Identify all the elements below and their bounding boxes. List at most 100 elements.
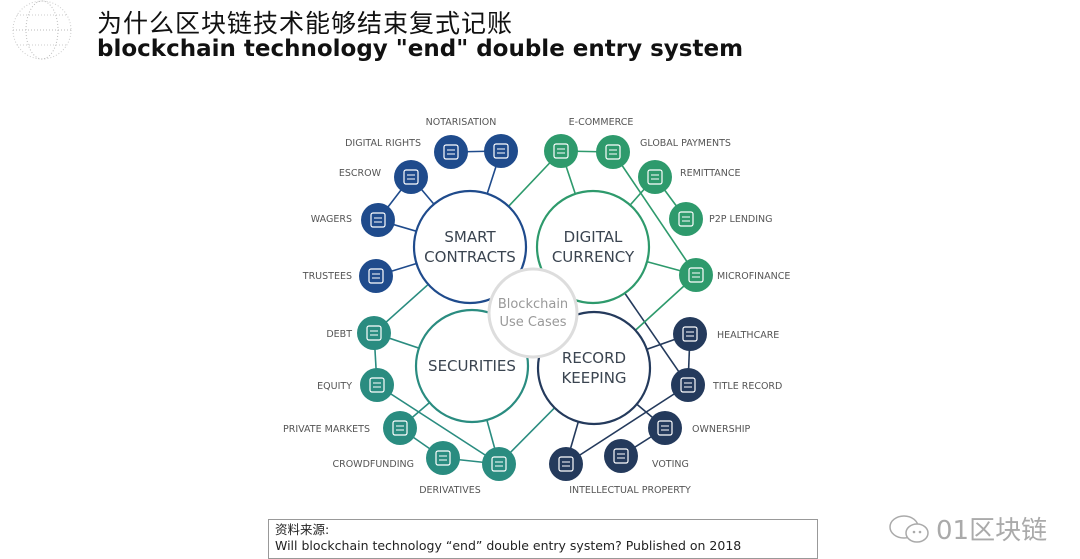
connector-line [376, 384, 500, 465]
category-digital: DIGITAL CURRENCY [535, 189, 651, 305]
icon-glyph [605, 144, 621, 160]
key-icon [648, 411, 682, 445]
node-label: ESCROW [339, 168, 382, 179]
bank-icon [359, 259, 393, 293]
node-label: DEBT [326, 329, 352, 340]
lock-gear-icon [383, 411, 417, 445]
source-text: Will blockchain technology “end” double … [275, 538, 742, 553]
center-label: Use Cases [499, 315, 566, 330]
use-case-node: WAGERS [311, 203, 395, 237]
icon-glyph [680, 377, 696, 393]
use-case-node: CROWDFUNDING [332, 441, 460, 475]
use-case-node: REMITTANCE [638, 160, 741, 194]
globe-logo [12, 0, 72, 60]
node-label: MICROFINANCE [717, 271, 790, 282]
category-smart: SMART CONTRACTS [412, 189, 528, 305]
node-label: E-COMMERCE [569, 117, 634, 128]
node-label: INTELLECTUAL PROPERTY [569, 485, 691, 496]
wechat-icon [889, 514, 929, 543]
use-case-node: NOTARISATION [426, 117, 518, 168]
node-label: WAGERS [311, 214, 352, 225]
category-circle [412, 189, 528, 305]
calendar-check-icon [361, 203, 395, 237]
lightbulb-icon [549, 447, 583, 481]
house-icon [671, 368, 705, 402]
use-case-node: EQUITY [317, 368, 394, 402]
icon-glyph [370, 212, 386, 228]
icon-glyph [682, 326, 698, 342]
node-label: VOTING [652, 459, 689, 470]
connector-line [612, 151, 697, 276]
title-chinese: 为什么区块链技术能够结束复式记账 [97, 9, 514, 38]
node-label: REMITTANCE [680, 168, 741, 179]
category-label: SMART [444, 228, 496, 246]
center-circle [487, 267, 579, 359]
use-case-node: MICROFINANCE [679, 258, 790, 292]
icon-glyph [678, 211, 694, 227]
shopping-cart-icon [544, 134, 578, 168]
watermark: 01区块链 [888, 510, 1047, 547]
use-case-node: OWNERSHIP [648, 411, 751, 445]
use-case-node: DERIVATIVES [419, 447, 516, 496]
person-exchange-icon [394, 160, 428, 194]
source-box: 资料来源: Will blockchain technology “end” d… [268, 519, 818, 559]
icon-glyph [435, 450, 451, 466]
node-label: TRUSTEES [302, 271, 352, 282]
node-label: DIGITAL RIGHTS [345, 138, 421, 149]
use-case-node: INTELLECTUAL PROPERTY [549, 447, 691, 496]
globe-icon [596, 135, 630, 169]
icon-glyph [613, 448, 629, 464]
icon-glyph [657, 420, 673, 436]
node-label: TITLE RECORD [712, 381, 782, 392]
icon-glyph [368, 268, 384, 284]
icon-glyph [553, 143, 569, 159]
node-label: NOTARISATION [426, 117, 497, 128]
source-heading: 资料来源: [275, 522, 330, 537]
use-case-node: HEALTHCARE [673, 317, 779, 351]
use-case-node: GLOBAL PAYMENTS [596, 135, 731, 169]
category-label: RECORD [562, 349, 626, 367]
use-case-node: DEBT [326, 316, 391, 350]
use-case-node: E-COMMERCE [544, 117, 633, 168]
icon-glyph [392, 420, 408, 436]
node-label: P2P LENDING [709, 214, 773, 225]
node-label: GLOBAL PAYMENTS [640, 138, 731, 149]
icon-glyph [688, 267, 704, 283]
center-label: Blockchain [498, 297, 568, 312]
use-case-node: VOTING [604, 439, 689, 473]
icon-glyph [443, 144, 459, 160]
growth-chart-icon [360, 368, 394, 402]
icon-glyph [369, 377, 385, 393]
use-case-node: ESCROW [339, 160, 428, 194]
node-label: PRIVATE MARKETS [283, 424, 370, 435]
people-network-icon [426, 441, 460, 475]
icon-glyph [366, 325, 382, 341]
icon-glyph [558, 456, 574, 472]
node-label: HEALTHCARE [717, 330, 779, 341]
medical-folder-icon [673, 317, 707, 351]
category-label: KEEPING [561, 369, 626, 387]
category-label: SECURITIES [428, 357, 516, 375]
raised-hands-icon [604, 439, 638, 473]
category-label: CONTRACTS [424, 248, 516, 266]
category-circle [535, 189, 651, 305]
category-label: DIGITAL [564, 228, 623, 246]
category-label: CURRENCY [552, 248, 635, 266]
icon-glyph [403, 169, 419, 185]
title-english: blockchain technology "end" double entry… [97, 36, 744, 62]
use-case-node: P2P LENDING [669, 202, 773, 236]
use-case-node: TRUSTEES [302, 259, 393, 293]
node-label: CROWDFUNDING [332, 459, 414, 470]
globe-transfer-icon [638, 160, 672, 194]
use-case-node: PRIVATE MARKETS [283, 411, 417, 445]
money-server-icon [434, 135, 468, 169]
cells-icon [482, 447, 516, 481]
handshake-icon [669, 202, 703, 236]
icon-glyph [491, 456, 507, 472]
node-label: DERIVATIVES [419, 485, 481, 496]
icon-glyph [493, 143, 509, 159]
hand-coin-icon [357, 316, 391, 350]
connector-line [565, 384, 689, 465]
document-icon [484, 134, 518, 168]
